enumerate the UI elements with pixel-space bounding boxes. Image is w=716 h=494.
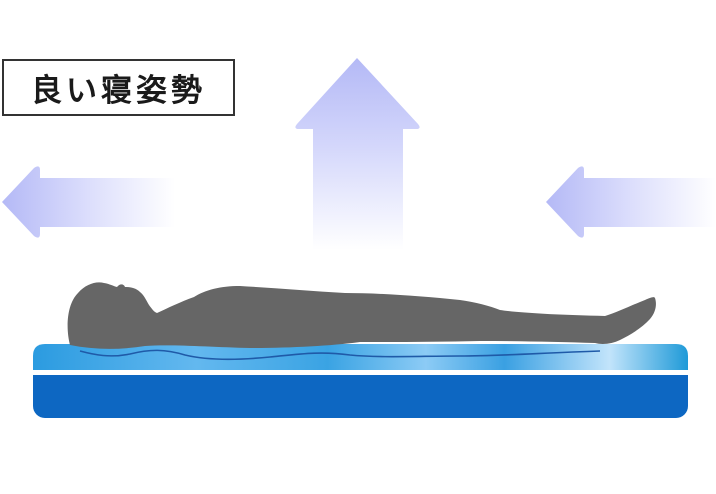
person-silhouette [67,282,656,349]
arrow-left-icon [546,166,716,238]
arrow-up-icon [295,58,420,250]
mattress-top-layer [33,344,688,370]
arrow-left-icon [2,166,175,238]
title-text: 良い寝姿勢 [31,73,206,109]
title-box: 良い寝姿勢 [2,59,235,116]
mattress-wave-line [79,349,601,361]
